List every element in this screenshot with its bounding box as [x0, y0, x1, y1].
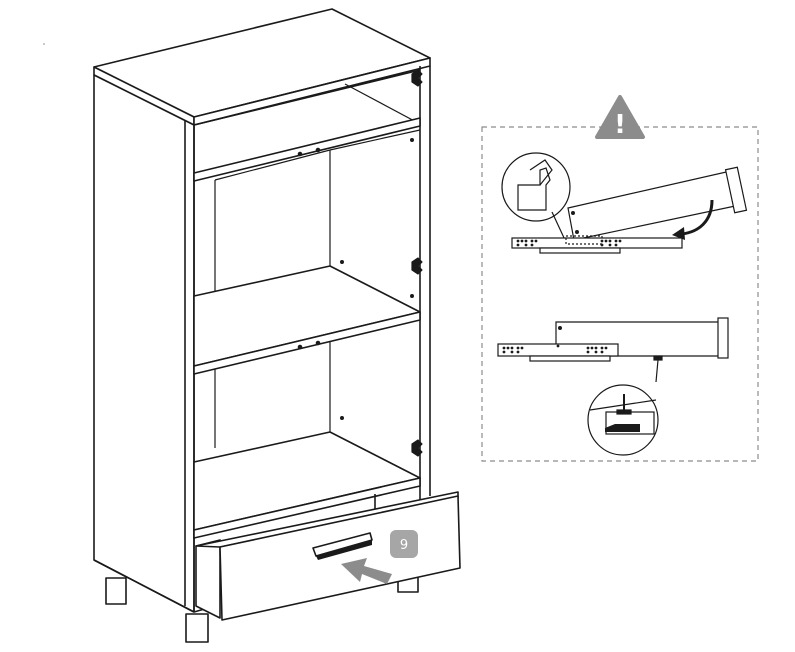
cabinet	[93, 8, 431, 643]
magnifier-circle-bottom	[587, 384, 659, 456]
cabinet-back-panel	[214, 83, 421, 448]
push-drawer-arrow-icon	[341, 558, 392, 584]
cabinet-left-side-panel	[93, 74, 195, 613]
drawer-runner-hook-detail	[501, 152, 748, 254]
cabinet-leg-back-left	[105, 577, 127, 605]
drawer-handle	[312, 532, 373, 560]
cabinet-legs	[105, 569, 419, 643]
cabinet-leg-front-left	[185, 613, 209, 643]
drawer-runner-locked-detail	[497, 317, 729, 456]
drawer	[195, 491, 461, 621]
rail-holes-bottom	[502, 344, 608, 354]
warning-triangle-icon: !	[595, 95, 645, 140]
step-number-label: 9	[400, 538, 408, 553]
rail-holes-top	[516, 239, 622, 247]
cabinet-top-shelf	[193, 69, 421, 182]
cabinet-top-panel	[93, 8, 431, 126]
cabinet-right-side-panel	[419, 66, 431, 500]
stray-mark	[43, 43, 45, 45]
cabinet-bottom-shelf	[193, 431, 421, 539]
drawer-front-panel	[219, 495, 461, 621]
rotate-down-arrow-icon	[672, 199, 714, 240]
step-number-badge: 9	[390, 530, 418, 558]
drawer-box-side	[195, 539, 221, 619]
detail-panel	[481, 126, 759, 462]
magnifier-circle-top	[501, 152, 571, 241]
warning-symbol: !	[614, 110, 626, 140]
cabinet-hinges	[411, 69, 423, 457]
cabinet-middle-shelf	[193, 265, 421, 375]
